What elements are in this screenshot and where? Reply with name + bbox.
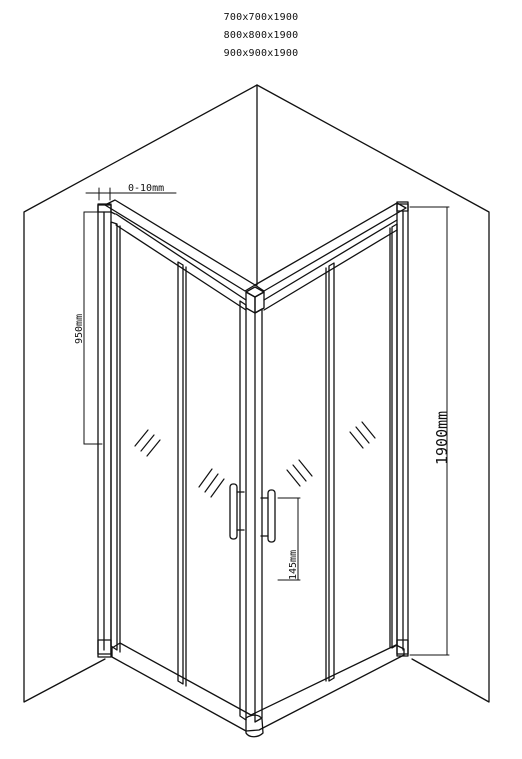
handle-height-dimension-label: 950mm	[74, 314, 85, 344]
handle-right	[260, 489, 276, 543]
left-panels	[110, 221, 247, 721]
gap-dimension-label: 0-10mm	[128, 183, 164, 194]
wall-outline	[23, 84, 490, 703]
left-wall-profile	[97, 203, 116, 658]
handle-left	[229, 483, 245, 540]
size-variant-3: 900x900x1900	[223, 48, 299, 59]
bottom-rail	[111, 642, 405, 738]
top-rail-right	[254, 202, 407, 311]
handle-length-dimension-label: 145mm	[288, 550, 299, 580]
dimension-lines	[83, 187, 450, 656]
top-rail-left	[104, 199, 256, 311]
size-variant-1: 700x700x1900	[223, 12, 299, 23]
right-wall-profile	[396, 201, 409, 657]
glass-reflection-marks	[134, 421, 376, 498]
total-height-dimension-label: 1900mm	[433, 411, 451, 465]
size-variant-2: 800x800x1900	[223, 30, 299, 41]
right-panels	[254, 223, 398, 723]
